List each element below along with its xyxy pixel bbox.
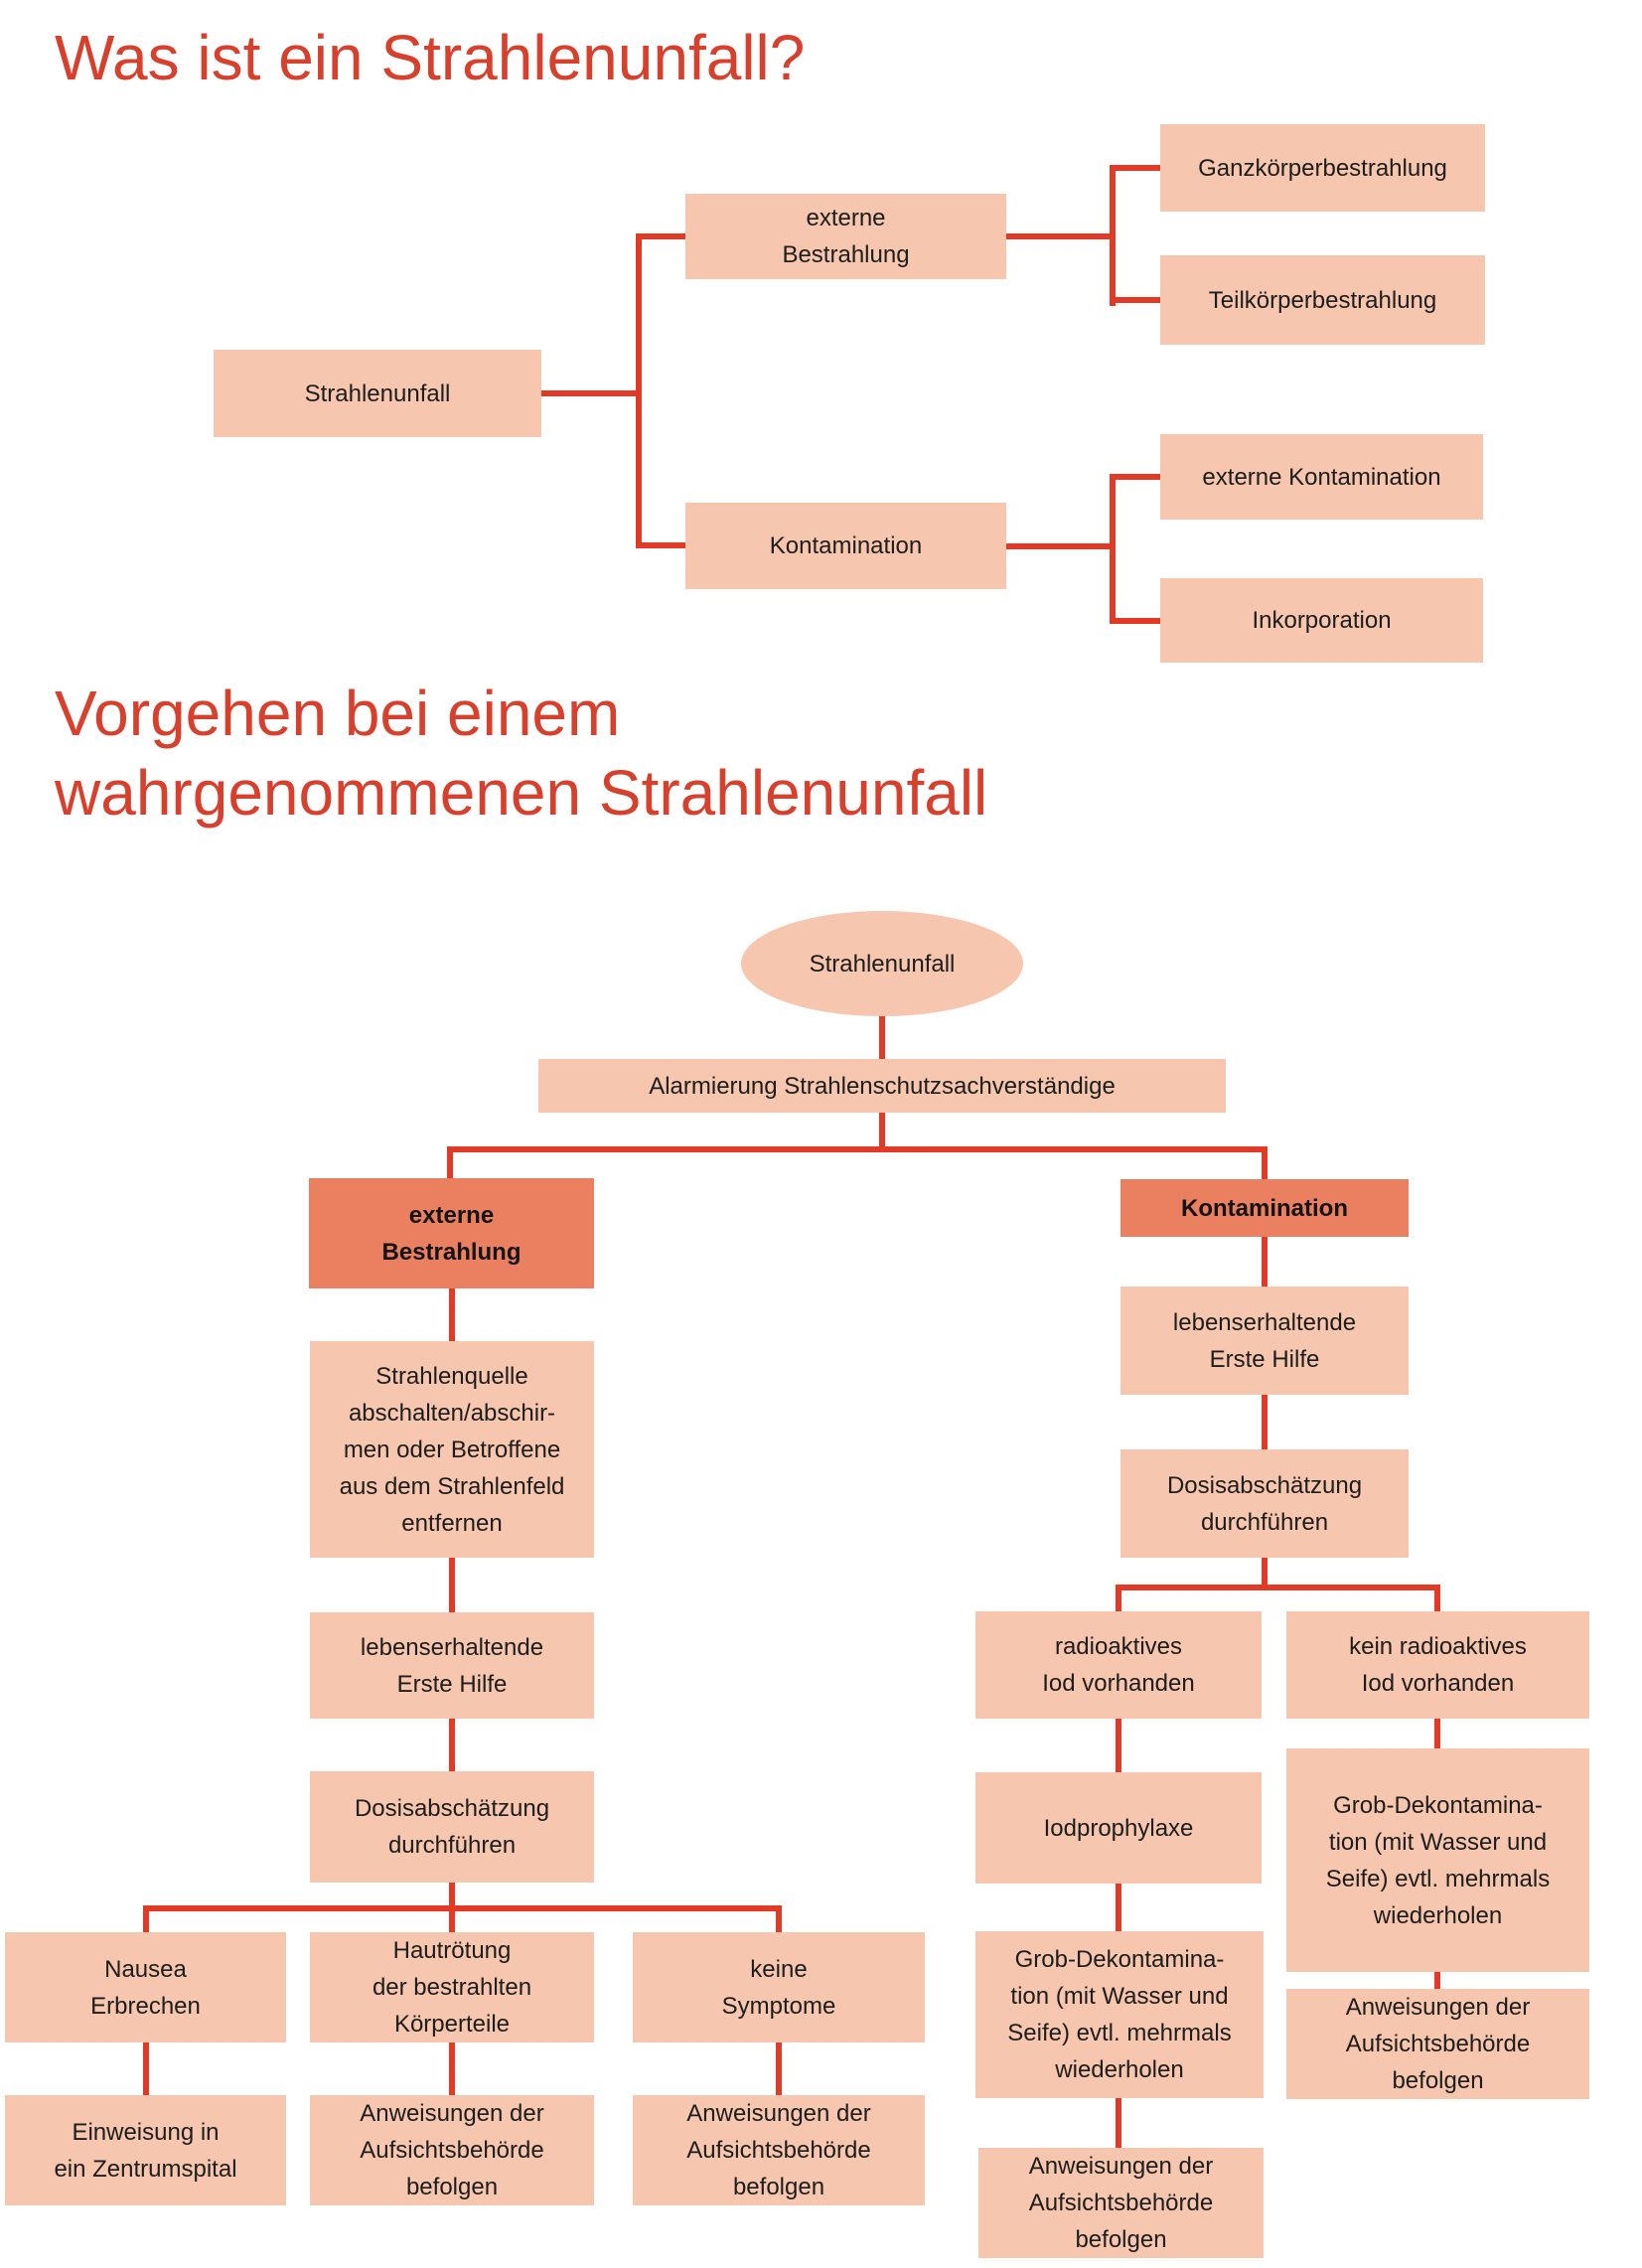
connector	[636, 233, 642, 548]
connector	[449, 1883, 455, 1911]
connector	[449, 1288, 455, 1341]
node-keine-symptome: keine Symptome	[633, 1932, 925, 2042]
connector	[541, 390, 642, 396]
connector	[776, 1905, 782, 1932]
connector	[1262, 1558, 1268, 1590]
connector	[143, 1905, 782, 1911]
diagram2-title: Vorgehen bei einem wahrgenommenen Strahl…	[55, 678, 988, 829]
node-teilkoerperbestrahlung: Teilkörperbestrahlung	[1160, 255, 1485, 345]
connector	[1262, 1235, 1268, 1286]
node-kontamination: Kontamination	[685, 503, 1006, 589]
node-anweisungen-4: Anweisungen der Aufsichtsbehörde befolge…	[1286, 1989, 1589, 2099]
node-strahlenquelle: Strahlenquelle abschalten/abschir- men o…	[310, 1341, 594, 1558]
node-iodprophylaxe: Iodprophylaxe	[975, 1772, 1262, 1884]
connector	[1434, 1719, 1440, 1748]
connector	[636, 542, 687, 548]
node-erste-hilfe-links: lebenserhaltende Erste Hilfe	[310, 1612, 594, 1719]
node-einweisung: Einweisung in ein Zentrumspital	[5, 2095, 286, 2205]
connector	[1116, 2098, 1121, 2148]
node-anweisungen-3: Anweisungen der Aufsichtsbehörde befolge…	[978, 2148, 1264, 2258]
node-start-strahlenunfall: Strahlenunfall	[741, 911, 1023, 1016]
connector	[1262, 1395, 1268, 1449]
connector	[1262, 1146, 1268, 1179]
node-grob-dekontamination-links: Grob-Dekontamina- tion (mit Wasser und S…	[975, 1931, 1264, 2098]
connector	[447, 1146, 1268, 1152]
connector	[1116, 1884, 1121, 1931]
node-ganzkoerperbestrahlung: Ganzkörperbestrahlung	[1160, 124, 1485, 212]
connector	[449, 1719, 455, 1771]
node-dosisabschaetzung-rechts: Dosisabschätzung durchführen	[1120, 1449, 1409, 1558]
connector	[1116, 1585, 1440, 1590]
node-nausea-erbrechen: Nausea Erbrechen	[5, 1932, 286, 2042]
connector	[1110, 297, 1162, 303]
node-kontamination-header: Kontamination	[1120, 1179, 1409, 1237]
node-grob-dekontamination-rechts: Grob-Dekontamina- tion (mit Wasser und S…	[1286, 1748, 1589, 1972]
node-erste-hilfe-rechts: lebenserhaltende Erste Hilfe	[1120, 1286, 1409, 1395]
connector	[1110, 474, 1162, 480]
connector	[1434, 1972, 1440, 1989]
connector	[1116, 1585, 1121, 1611]
connector	[143, 1905, 149, 1932]
connector	[1116, 1719, 1121, 1772]
node-hautroetung: Hautrötung der bestrahlten Körperteile	[310, 1932, 594, 2042]
connector	[1110, 165, 1116, 306]
node-externe-bestrahlung: externe Bestrahlung	[685, 194, 1006, 279]
connector	[449, 1558, 455, 1612]
node-inkorporation: Inkorporation	[1160, 578, 1483, 663]
connector	[1110, 165, 1162, 171]
connector	[1110, 618, 1162, 624]
node-kein-radioaktives-iod: kein radioaktives Iod vorhanden	[1286, 1611, 1589, 1719]
node-anweisungen-2: Anweisungen der Aufsichtsbehörde befolge…	[633, 2095, 925, 2205]
connector	[449, 1905, 455, 1932]
node-dosisabschaetzung-links: Dosisabschätzung durchführen	[310, 1771, 594, 1883]
node-externe-bestrahlung-header: externe Bestrahlung	[309, 1178, 594, 1288]
diagram1-title: Was ist ein Strahlenunfall?	[55, 22, 806, 93]
connector	[447, 1146, 453, 1178]
connector	[1006, 233, 1116, 239]
connector	[449, 2042, 455, 2095]
connector	[879, 1113, 885, 1152]
node-radioaktives-iod: radioaktives Iod vorhanden	[975, 1611, 1262, 1719]
connector	[879, 1016, 885, 1061]
node-externe-kontamination: externe Kontamination	[1160, 434, 1483, 520]
node-alarmierung: Alarmierung Strahlenschutzsachverständig…	[538, 1059, 1226, 1113]
connector	[636, 233, 687, 239]
connector	[1006, 543, 1116, 549]
node-anweisungen-1: Anweisungen der Aufsichtsbehörde befolge…	[310, 2095, 594, 2205]
node-strahlenunfall: Strahlenunfall	[214, 350, 541, 437]
connector	[1434, 1585, 1440, 1611]
connector	[143, 2042, 149, 2095]
connector	[776, 2042, 782, 2095]
connector	[1110, 474, 1116, 624]
